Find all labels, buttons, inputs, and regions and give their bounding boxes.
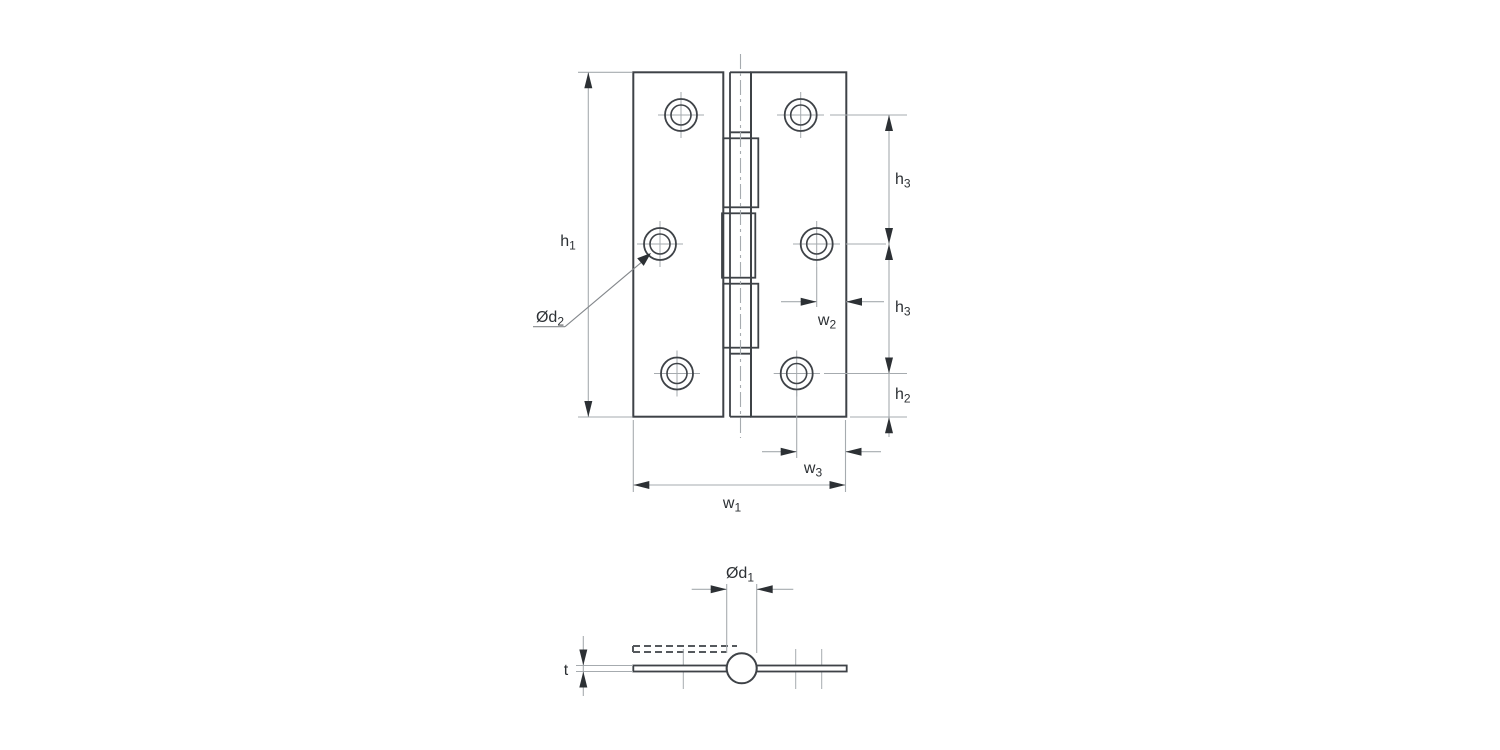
arrowhead-down [885,357,893,374]
arrowhead-down [579,649,588,666]
screw-hole [658,92,704,138]
arrowhead-left [633,481,650,489]
label-h3-lower: h3 [895,299,911,319]
label-h1: h1 [560,233,576,253]
arrowhead-right [780,447,797,456]
right-leaf-profile [755,664,848,673]
screw-hole [637,221,683,267]
screw-hole [654,350,700,397]
leader-line [564,260,644,328]
side-view-dimensions [576,584,794,696]
arrowhead-down [885,228,893,244]
hole-outer-circle [783,98,818,132]
hole-outer-circle [799,227,834,261]
hole-inner-circle [670,104,692,126]
hole-outer-circle [643,227,677,261]
front-view [632,54,848,438]
label-h2: h2 [895,386,911,406]
label-w1: w1 [722,495,742,515]
arrowhead-right [800,297,817,306]
label-w2: w2 [817,312,837,332]
knuckle-profile-circle [725,652,758,685]
dimension-h3-lower [824,244,907,375]
screw-hole [773,350,820,397]
dimension-h3-upper [830,114,907,245]
hole-outer-circle [660,356,694,391]
dimension-w3 [762,391,881,492]
label-d2: Ød2 [536,309,564,329]
dimension-h1 [578,71,632,418]
screw-hole [777,92,824,138]
label-d1: Ød1 [726,565,754,585]
arrowhead-up [885,115,893,131]
arrowhead-down [584,401,593,417]
hole-inner-circle [666,362,688,385]
leader-arrowhead [637,253,651,266]
label-h3-upper: h3 [895,171,911,191]
hole-inner-circle [805,233,828,255]
dimension-w2 [781,267,884,307]
screw-holes [637,92,840,397]
label-w3: w3 [803,460,823,480]
leader-d2 [533,253,651,328]
left-leaf-profile [632,664,728,673]
label-t: t [564,662,569,679]
arrowhead-up [584,72,593,89]
hole-inner-circle [649,233,671,255]
arrowhead-left [845,447,862,456]
front-view-dimensions [533,71,907,492]
hole-outer-circle [779,356,814,391]
screw-hole [793,221,840,267]
arrowhead-up [579,671,588,688]
hole-inner-circle [789,104,812,126]
phantom-leaf-dashed [632,645,737,653]
side-view [632,645,848,689]
knuckle-segment-3 [721,212,757,279]
pin-barrel-strip [729,71,752,418]
arrowhead-up [885,244,893,260]
arrowhead-right [710,585,727,594]
hole-outer-circle [664,98,698,132]
dimension-h2 [850,373,907,437]
arrowhead-up [885,417,893,434]
hole-inner-circle [785,362,808,385]
arrowhead-left [846,297,862,306]
arrowhead-right [829,481,846,489]
dimension-w1 [632,420,846,492]
dimension-labels: h1 h3 h3 h2 w2 w3 w1 Ød2 Ød1 t [536,171,911,679]
dimension-d1 [691,584,794,653]
arrowhead-left [756,585,773,594]
dimension-t [576,636,633,696]
